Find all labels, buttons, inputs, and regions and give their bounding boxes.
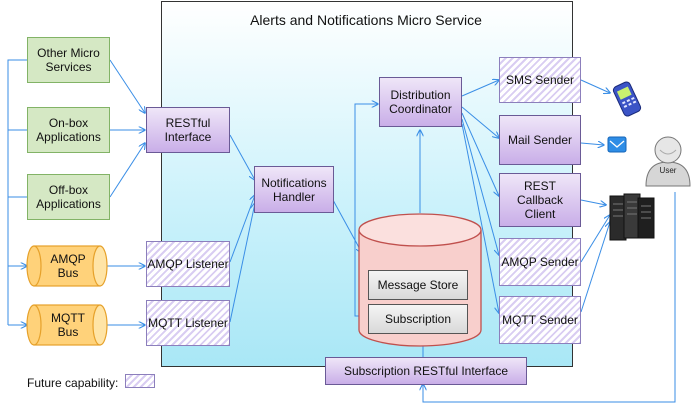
connector-other-restful	[109, 59, 145, 113]
connector-mail-icon	[580, 143, 604, 145]
amqp-bus-label: AMQP Bus	[50, 252, 86, 280]
source-bracket	[7, 59, 27, 325]
connector-mqtt-handler	[229, 203, 255, 323]
mqtt-listener: MQTT Listener	[146, 300, 230, 346]
panel-title: Alerts and Notifications Micro Service	[250, 12, 482, 28]
server-icon	[609, 193, 655, 241]
connector-offbox-restful	[109, 143, 145, 198]
amqp-sender: AMQP Sender	[499, 238, 581, 286]
mqtt-bus-label: MQTT Bus	[51, 311, 85, 339]
source-other-micro-services: Other Micro Services	[27, 37, 110, 83]
connector-restful-handler	[229, 134, 255, 180]
legend-future-swatch	[125, 374, 155, 388]
distribution-coordinator: Distribution Coordinator	[379, 77, 462, 127]
message-store: Message Store	[368, 270, 468, 300]
connector-coord-mail	[461, 106, 499, 138]
connector-coord-rest	[461, 112, 499, 196]
subscription-store: Subscription	[368, 304, 468, 334]
amqp-listener: AMQP Listener	[146, 241, 230, 287]
connector-coord-mqtt	[461, 123, 499, 313]
connector-handler-store	[332, 199, 362, 253]
sms-sender: SMS Sender	[499, 57, 581, 103]
mqtt-sender: MQTT Sender	[499, 296, 581, 344]
mail-sender: Mail Sender	[499, 115, 581, 165]
user-label: User	[660, 166, 677, 175]
mail-icon	[607, 136, 627, 153]
connector-coord-amqp	[461, 118, 499, 255]
source-on-box-applications: On-box Applications	[27, 107, 110, 153]
connector-user-subscription	[423, 192, 676, 403]
subscription-restful-interface: Subscription RESTful Interface	[325, 357, 527, 385]
source-off-box-applications: Off-box Applications	[27, 174, 110, 220]
notifications-handler: Notifications Handler	[254, 166, 334, 213]
phone-icon	[612, 81, 642, 117]
connector-rest-server	[580, 199, 606, 205]
connector-mqtt-server	[580, 222, 610, 313]
mqtt-bus-shape	[26, 304, 108, 346]
connector-coord-sms	[461, 80, 499, 97]
legend-label: Future capability:	[27, 376, 119, 390]
user-icon: User	[645, 136, 691, 187]
rest-callback-client: REST Callback Client	[499, 173, 581, 227]
connector-sms-phone	[580, 79, 610, 93]
restful-interface: RESTful Interface	[146, 107, 230, 153]
connector-amqp-handler	[229, 195, 255, 263]
amqp-bus-shape	[26, 245, 108, 287]
connector-amqp-server	[580, 215, 610, 263]
